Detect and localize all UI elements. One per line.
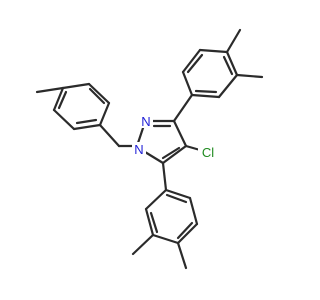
ring3-bond-a [144,188,168,211]
ring3-methyl-bottom [176,241,188,270]
ring2-bond-a [181,70,194,97]
ring1-bond-c [52,86,65,112]
atom-n1-label: N [134,142,143,157]
ring2-inner-1 [186,53,204,74]
ring1-bond-b [52,108,76,131]
ring3-bond-c [151,233,180,245]
bond-c3-ring2 [172,93,194,123]
ring2-inner-2 [222,55,234,76]
ring1-bond-f [98,101,111,127]
ring3-methyl-left [131,233,155,256]
bond-c4-c5-double [161,146,181,160]
ring3-bond-f [164,188,192,200]
bond-c4-c5 [161,144,188,165]
ring2-bond-b [181,48,202,74]
ring3-bond-b [144,207,155,237]
atom-n1-background [132,142,146,156]
ring2-methyl-top [225,28,242,54]
structure-canvas: N N Cl [35,28,264,270]
ring3-inner-3 [165,193,188,204]
molecule-diagram: N N Cl [35,28,264,270]
bond-c4-cl [184,144,202,152]
atom-cl-background [198,144,218,159]
ring2-bond-d [225,50,239,77]
ring3-inner-1 [149,211,159,234]
bond-c5-n1 [143,150,165,165]
ring1-methyl [35,86,65,94]
bond-ch2-ring1 [98,123,121,148]
ring2-bond-c [198,48,229,54]
atom-n2-background [139,114,153,128]
ring3-bond-e [188,196,199,226]
atom-n2-label: N [141,114,150,129]
ring1-inner-1 [75,118,98,125]
ring2-bond-f [190,93,221,99]
ring1-bond-d [61,82,91,90]
ring1-inner-3 [88,87,106,105]
atom-cl-label: Cl [202,145,214,160]
ring1-bond-a [72,123,102,131]
bond-c5-ring3 [161,161,168,192]
ring2-methyl-right [235,73,264,79]
ring3-bond-d [176,222,199,245]
bond-c3-c4 [172,119,188,148]
ring3-inner-2 [176,221,194,240]
ring1-inner-2 [57,90,68,110]
ring2-bond-e [217,73,239,99]
ring2-inner-3 [194,89,218,94]
ring1-bond-e [87,82,111,105]
